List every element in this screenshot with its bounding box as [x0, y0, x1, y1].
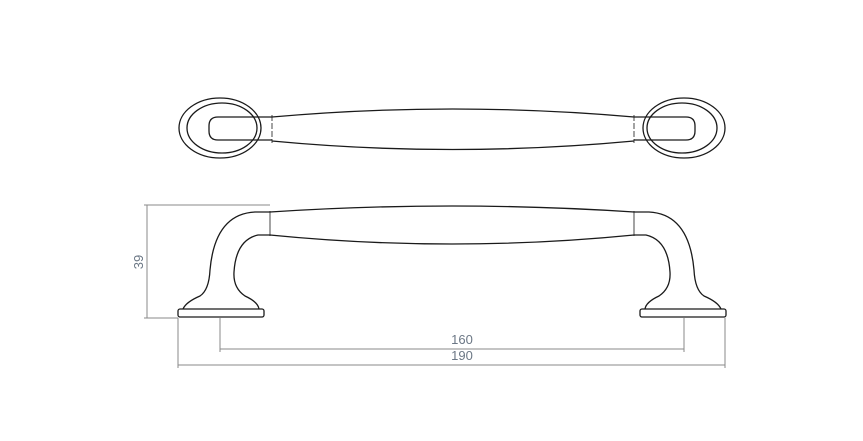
- dimension-overall-length: 190: [177, 318, 726, 368]
- top-view: [178, 97, 726, 159]
- dimension-height: 39: [131, 204, 270, 319]
- dimension-height-label: 39: [131, 255, 146, 269]
- dimension-hole-spacing: 160: [219, 318, 685, 352]
- dimension-hole-spacing-label: 160: [451, 332, 473, 347]
- side-view: [177, 205, 727, 318]
- left-leg: [182, 211, 270, 310]
- right-leg: [634, 211, 722, 310]
- grip-top: [271, 108, 635, 151]
- left-rose-top: [178, 97, 272, 159]
- left-base: [177, 308, 265, 318]
- grip-side: [269, 205, 635, 245]
- dimension-overall-length-label: 190: [451, 348, 473, 363]
- right-rose-top: [634, 97, 726, 159]
- right-base: [639, 308, 727, 318]
